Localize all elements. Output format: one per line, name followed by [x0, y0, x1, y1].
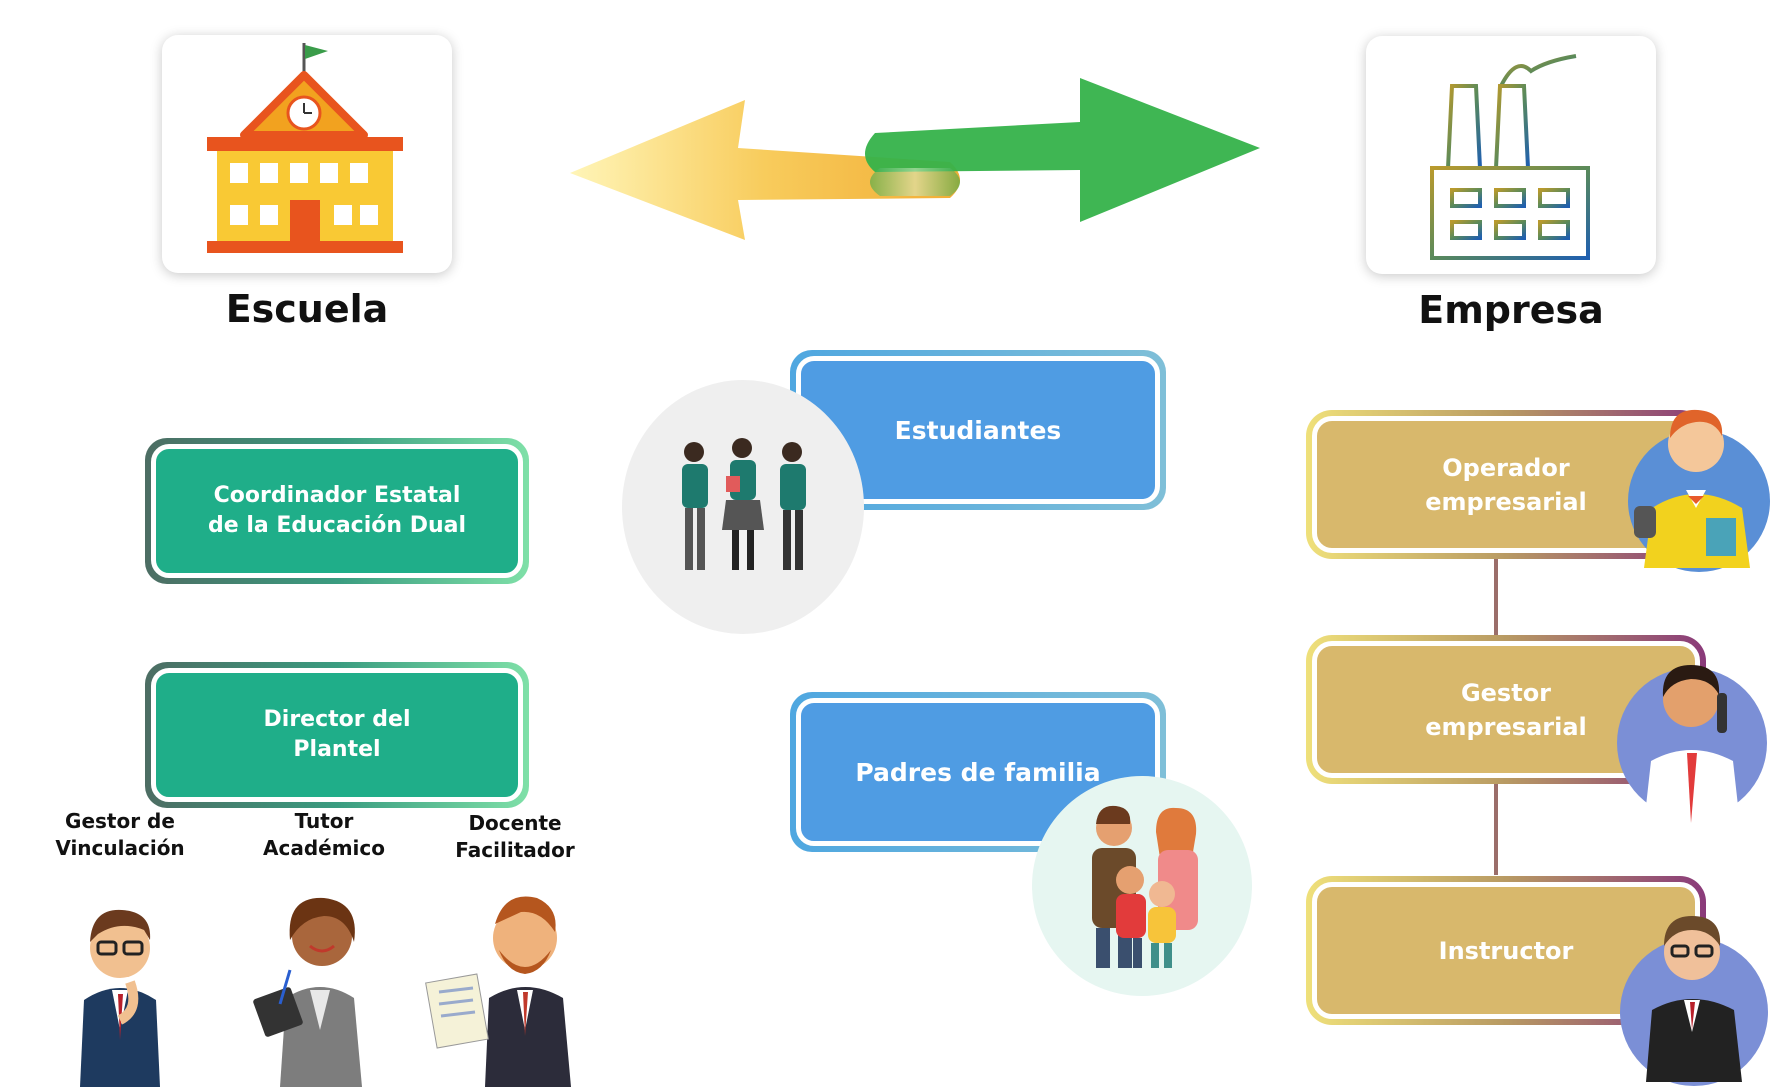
director-plantel-box: Director del Plantel — [145, 662, 529, 808]
company-title: Empresa — [1418, 288, 1604, 332]
manager-phone-icon — [1617, 665, 1767, 833]
docente-facilitador-label: Docente Facilitador — [455, 811, 575, 862]
bidirectional-arrows — [570, 78, 1260, 240]
operator-person-icon — [1628, 409, 1770, 572]
family-icon — [1032, 776, 1252, 996]
director-plantel-label: Director del Plantel — [151, 668, 523, 802]
school-building-icon — [207, 43, 403, 253]
instructor-person-icon — [1620, 916, 1768, 1086]
school-title: Escuela — [225, 287, 389, 331]
arrow-left-icon — [570, 100, 960, 240]
gestor-vinculacion-label: Gestor de Vinculación — [55, 809, 185, 860]
factory-icon — [1418, 54, 1606, 260]
arrow-right-icon — [865, 78, 1260, 222]
man-thinking-icon — [80, 909, 160, 1087]
company-card — [1366, 36, 1656, 274]
tutor-academico-label: Tutor Académico — [262, 809, 385, 860]
school-card — [162, 35, 452, 273]
padres-familia-label: Padres de familia — [796, 698, 1160, 846]
coordinador-estatal-label: Coordinador Estatal de la Educación Dual — [151, 444, 523, 578]
coordinador-estatal-box: Coordinador Estatal de la Educación Dual — [145, 438, 529, 584]
man-document-icon — [425, 896, 571, 1087]
students-group-icon — [622, 380, 864, 634]
woman-clipboard-icon — [253, 897, 362, 1087]
